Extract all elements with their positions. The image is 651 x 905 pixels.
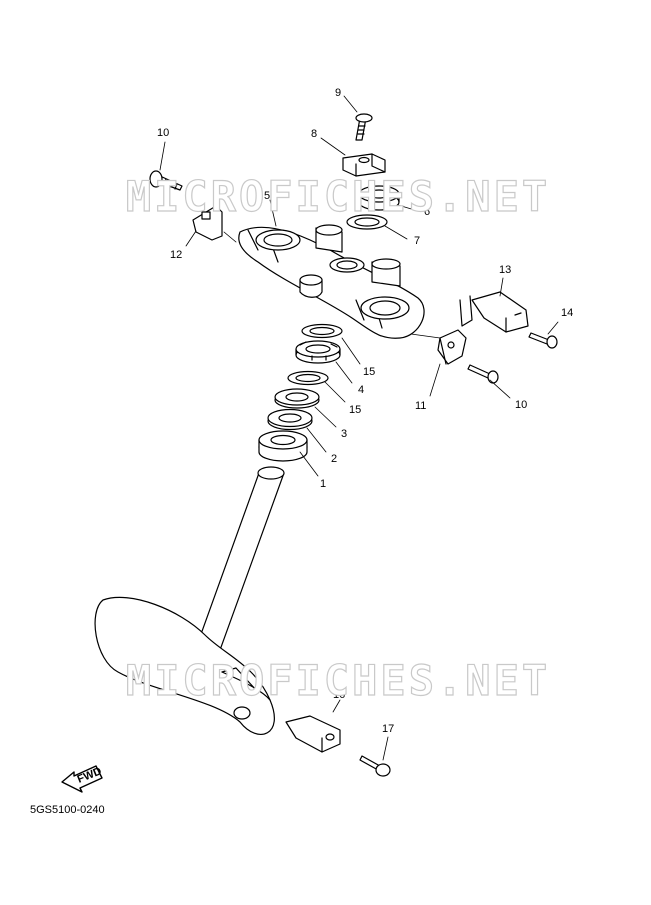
holder-13 bbox=[459, 291, 529, 333]
callout-2: 2 bbox=[331, 453, 337, 465]
bolt-17 bbox=[359, 755, 391, 777]
callout-10b: 10 bbox=[515, 399, 527, 411]
watermark-bottom: MICROFICHES.NET bbox=[125, 655, 551, 705]
callout-14: 14 bbox=[561, 307, 573, 319]
bearing-stack bbox=[258, 323, 343, 462]
bolt-14 bbox=[528, 332, 558, 349]
callout-6: 6 bbox=[424, 206, 430, 218]
callout-5: 5 bbox=[264, 190, 270, 202]
callout-3: 3 bbox=[341, 428, 347, 440]
callout-8: 8 bbox=[311, 128, 317, 140]
under-bracket bbox=[94, 596, 275, 735]
steering-stem bbox=[195, 466, 285, 651]
washer-7 bbox=[346, 214, 388, 230]
callout-12: 12 bbox=[170, 249, 182, 261]
callout-1: 1 bbox=[320, 478, 326, 490]
callout-13: 13 bbox=[499, 264, 511, 276]
callout-11: 11 bbox=[415, 400, 426, 412]
bracket-11 bbox=[437, 329, 467, 365]
upper-bracket bbox=[238, 224, 425, 339]
callout-17: 17 bbox=[382, 723, 394, 735]
watermark-top: MICROFICHES.NET bbox=[125, 171, 551, 221]
damper-6 bbox=[358, 185, 400, 211]
leader-lines bbox=[159, 95, 559, 761]
fwd-arrow-icon: FWD bbox=[61, 765, 103, 793]
bracket-12 bbox=[192, 205, 223, 241]
callout-7: 7 bbox=[414, 235, 420, 247]
callout-15b: 15 bbox=[349, 404, 361, 416]
callout-10: 10 bbox=[157, 127, 169, 139]
callout-15: 15 bbox=[363, 366, 375, 378]
bolt-10-right bbox=[467, 364, 499, 384]
callout-9: 9 bbox=[335, 87, 341, 99]
bolt-10-left bbox=[149, 170, 183, 191]
clamp-16 bbox=[285, 715, 341, 753]
handlebar-holder bbox=[342, 153, 386, 177]
callout-16: 16 bbox=[333, 689, 345, 701]
callout-numbers: 9 8 10 6 5 7 12 13 14 15 4 15 11 10 3 2 … bbox=[157, 87, 573, 735]
diagram-code: 5GS5100-0240 bbox=[30, 804, 105, 816]
callout-4: 4 bbox=[358, 384, 364, 396]
bolt-9 bbox=[355, 113, 373, 141]
